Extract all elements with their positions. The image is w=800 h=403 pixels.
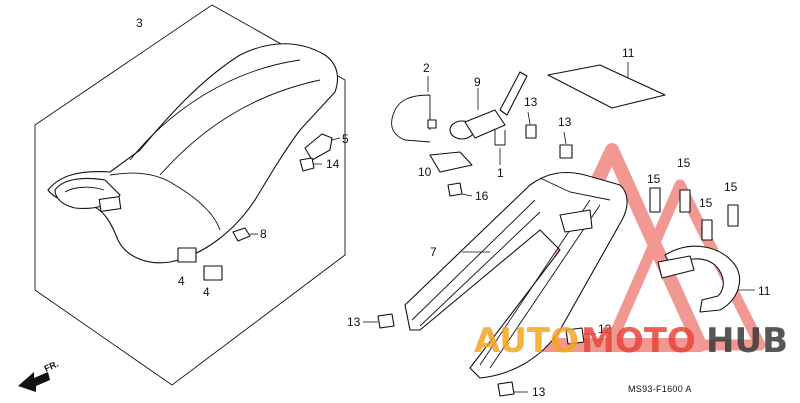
watermark-word-auto: AUTO — [474, 321, 579, 361]
callout-16: 16 — [475, 189, 489, 203]
clip-part-1 — [494, 130, 506, 146]
callout-10: 11 — [622, 46, 635, 60]
callout-9: 9 — [474, 75, 481, 89]
bolt-part-15-a — [649, 187, 661, 213]
seat-lock-cable-part-2 — [391, 94, 431, 143]
callout-13-a: 13 — [524, 95, 538, 109]
bolt-part-15-d — [727, 204, 739, 227]
callout-6: 7 — [430, 245, 437, 259]
callout-15-b: 15 — [677, 156, 691, 170]
callout-7: 8 — [260, 227, 267, 241]
collar-part-7 — [232, 227, 251, 242]
callout-8: 10 — [418, 165, 432, 179]
bolt-part-13-a — [525, 124, 537, 139]
seat-lock-part-9 — [449, 71, 528, 140]
callout-4-a: 4 — [178, 274, 185, 288]
callout-15-c: 15 — [699, 196, 713, 210]
lock-bracket-part-8 — [429, 151, 473, 173]
bolt-part-16 — [447, 182, 463, 197]
watermark-word-hub: HUB — [706, 321, 788, 361]
diagram-code: MS93-F1600 A — [628, 384, 692, 394]
callout-14: 14 — [326, 157, 340, 171]
callout-12: 12 — [598, 322, 612, 336]
callout-11: 11 — [758, 284, 771, 298]
front-direction-label: FR. — [43, 359, 60, 374]
callout-3: 3 — [136, 16, 143, 30]
seat-frame-outline — [34, 4, 346, 386]
bolt-part-13-b — [559, 144, 573, 159]
seat-part — [47, 43, 339, 264]
seat-cushion-rubber-b — [203, 265, 223, 281]
callout-13-d: 13 — [532, 385, 546, 399]
clip-part-12 — [565, 327, 585, 345]
rear-cowl-part-6 — [404, 171, 628, 379]
seat-cushion-rubber-a — [177, 247, 197, 263]
callout-15-d: 15 — [724, 180, 738, 194]
callout-13-b: 13 — [558, 115, 572, 129]
watermark-text: AUTO MOTO HUB — [474, 321, 788, 361]
grab-rail-part-11 — [657, 245, 755, 313]
callout-4-b: 4 — [203, 285, 210, 299]
bolt-part-15-c — [701, 219, 713, 241]
callout-1: 1 — [497, 166, 504, 180]
front-direction-arrow-icon — [18, 372, 50, 392]
watermark-word-moto: MOTO — [581, 321, 696, 361]
callout-5: 5 — [342, 132, 349, 146]
bolt-part-13-c — [377, 313, 395, 329]
bolt-part-14 — [299, 157, 315, 172]
callout-13-c: 13 — [347, 315, 361, 329]
callout-2: 2 — [423, 61, 430, 75]
bolt-part-15-b — [679, 189, 691, 213]
tool-bag-part-10 — [547, 64, 666, 109]
bolt-part-13-d — [497, 381, 515, 397]
callout-15-a: 15 — [647, 172, 661, 186]
